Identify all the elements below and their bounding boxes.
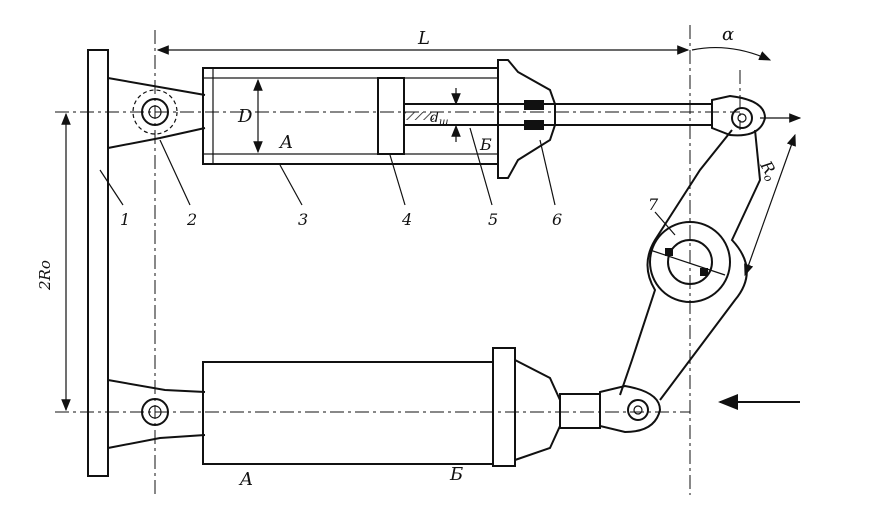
label-alpha: α — [722, 24, 734, 45]
lower-cylinder — [107, 347, 800, 467]
label-dsh: dш — [430, 110, 448, 128]
label-B-upper: Б — [479, 135, 492, 154]
callout-1: 1 — [120, 210, 130, 229]
label-L: L — [417, 28, 430, 49]
callout-3: 3 — [298, 210, 308, 229]
callout-5: 5 — [488, 210, 498, 229]
label-A-lower: A — [238, 469, 253, 490]
callout-2: 2 — [186, 210, 197, 229]
upper-clevis — [711, 94, 802, 137]
label-2Ro: 2Ro — [36, 260, 54, 291]
upper-bracket — [107, 77, 206, 149]
cylinder-head — [497, 59, 556, 179]
label-B-lower: Б — [449, 464, 463, 485]
base-plate — [87, 49, 109, 477]
leader-lines — [99, 127, 676, 236]
dimension-lines — [61, 45, 796, 412]
label-A-upper: A — [278, 132, 293, 153]
piston-rod — [404, 103, 712, 126]
callout-7: 7 — [648, 195, 659, 214]
callout-6: 6 — [552, 210, 562, 229]
label-D: D — [237, 106, 253, 127]
callout-4: 4 — [401, 210, 412, 229]
piston — [377, 77, 405, 155]
